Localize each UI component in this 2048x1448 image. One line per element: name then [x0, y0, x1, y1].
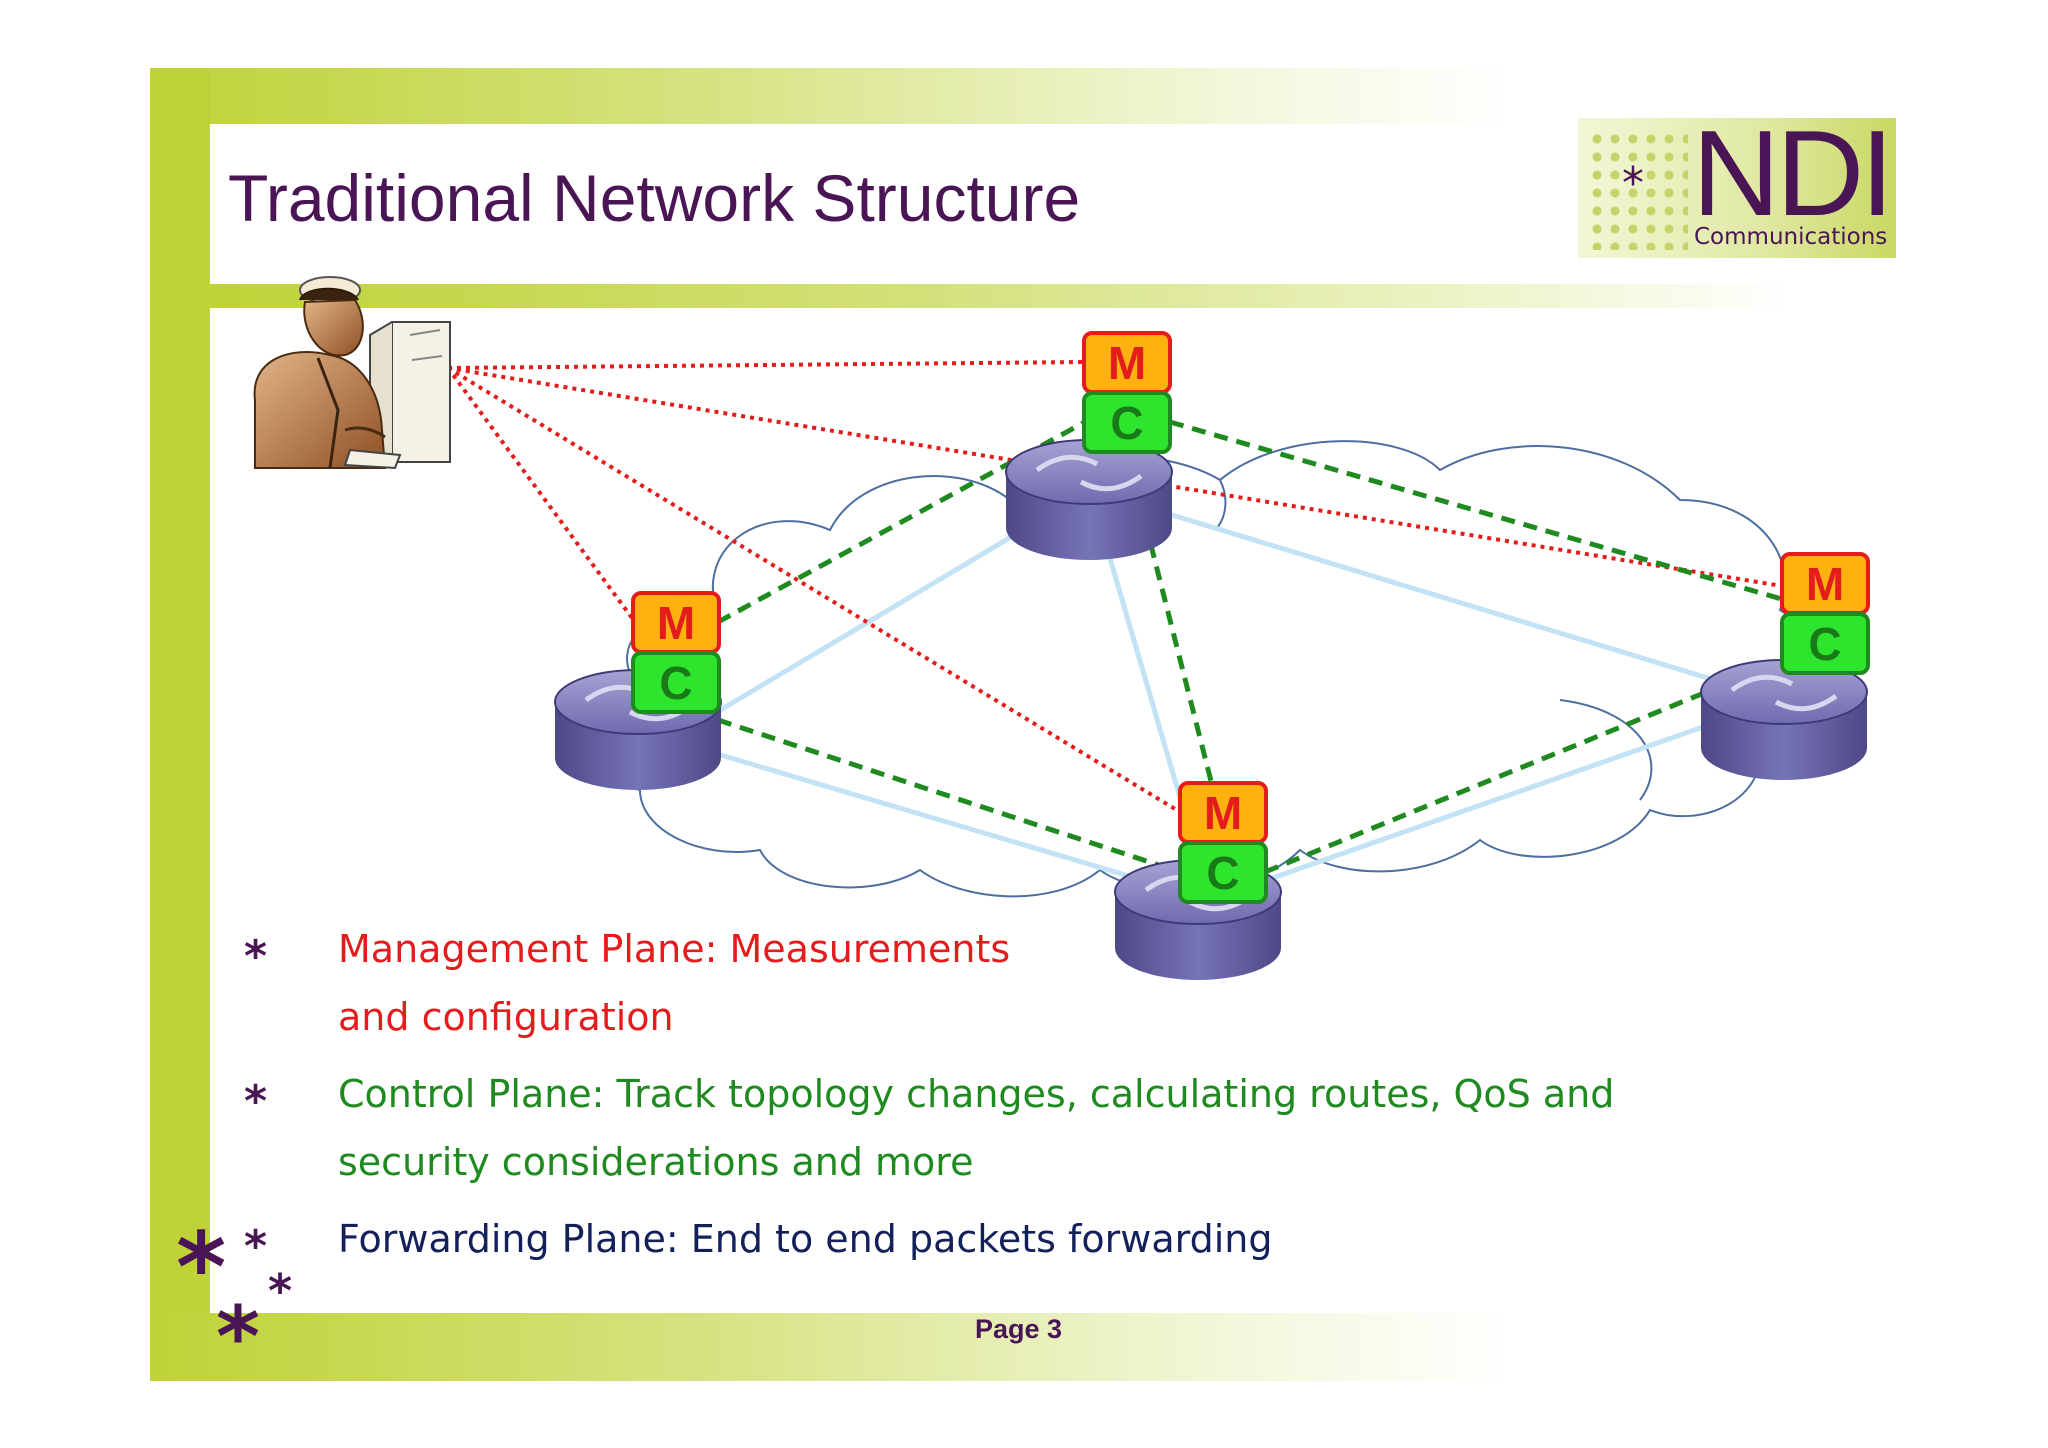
operator-at-computer-icon	[253, 276, 451, 470]
control-box	[1780, 612, 1870, 675]
bullet-star-icon: *	[244, 931, 268, 982]
network-node-right: M C	[1780, 552, 1870, 675]
control-box	[1178, 841, 1268, 904]
control-box-label: C	[1808, 618, 1841, 670]
control-box	[631, 651, 721, 714]
frame-bottom-band	[150, 1313, 1510, 1381]
logo-dot-grid	[1588, 130, 1688, 250]
bullet-star-icon: *	[244, 1076, 268, 1127]
decorative-star-icon: *	[216, 1288, 260, 1386]
slide-title: Traditional Network Structure	[228, 161, 1081, 235]
title-rule	[210, 284, 1790, 308]
network-node-bottom: M C	[1178, 781, 1268, 904]
ndi-logo: * NDI Communications	[1578, 112, 1896, 258]
control-box-label: C	[1110, 397, 1143, 449]
bullet-forwarding-line-1: Forwarding Plane: End to end packets for…	[338, 1217, 1273, 1261]
router-icon	[1700, 659, 1868, 780]
logo-star-icon: *	[1622, 158, 1644, 209]
control-box-label: C	[659, 657, 692, 709]
decorative-star-icon: *	[268, 1264, 293, 1318]
frame-left-band	[150, 68, 210, 1381]
control-box-label: C	[1206, 847, 1239, 899]
management-box-label: M	[1108, 337, 1146, 389]
decorative-star-icon: *	[176, 1212, 227, 1324]
network-node-top: M C	[1082, 331, 1172, 454]
management-box-label: M	[657, 597, 695, 649]
page-number: Page 3	[975, 1314, 1063, 1344]
bullet-management-line-2: and configuration	[338, 995, 674, 1039]
logo-wordmark: NDI	[1692, 105, 1894, 241]
frame-top-band	[150, 68, 1510, 124]
control-box	[1082, 391, 1172, 454]
bullet-management-line-1: Management Plane: Measurements	[338, 927, 1011, 971]
logo-subtitle: Communications	[1694, 224, 1888, 250]
bullet-control-line-2: security considerations and more	[338, 1140, 974, 1184]
network-node-left: M C	[631, 591, 721, 714]
management-box-label: M	[1806, 558, 1844, 610]
bullet-star-icon: *	[244, 1221, 268, 1272]
bullet-control-line-1: Control Plane: Track topology changes, c…	[338, 1072, 1615, 1116]
router-icon	[1005, 439, 1173, 560]
management-box-label: M	[1204, 787, 1242, 839]
